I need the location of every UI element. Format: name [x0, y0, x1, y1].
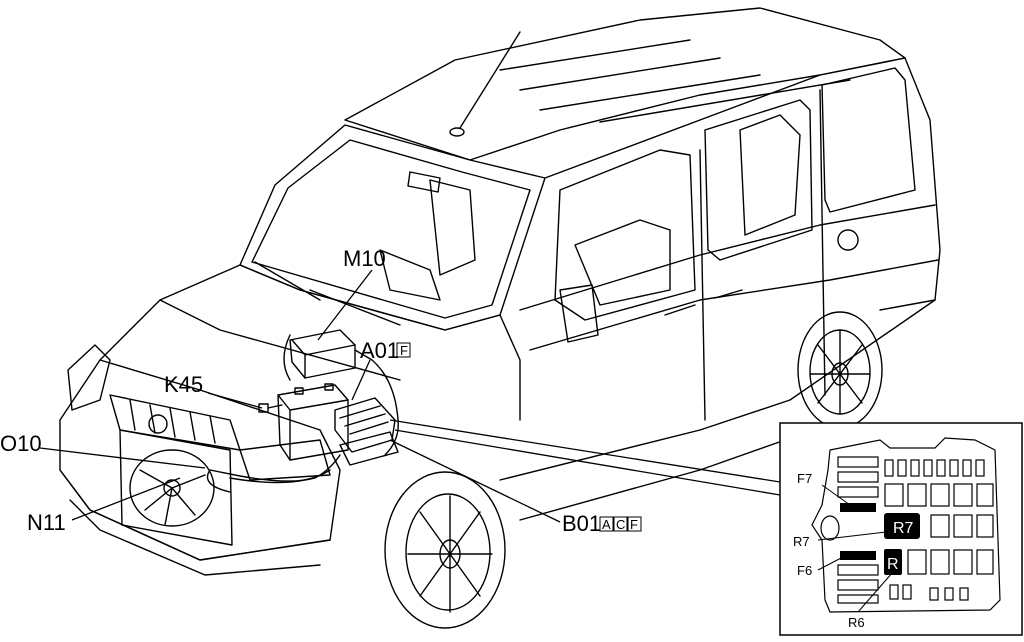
label-a01: A01 [360, 338, 399, 363]
label-b01-code-a: A [602, 517, 611, 532]
label-f7: F7 [797, 471, 812, 486]
leader-lines [39, 269, 781, 523]
label-m10: M10 [343, 246, 386, 271]
relay-r7-label: R7 [893, 520, 914, 537]
relay-r-label: R [887, 556, 899, 573]
label-b01-code-f: F [630, 517, 638, 532]
van-illustration [59, 7, 941, 629]
label-o10: O10 [0, 431, 42, 456]
label-a01-code-f: F [400, 343, 408, 358]
component-labels: M10 A01 F K45 O10 N11 B01 A C F [0, 246, 642, 536]
label-f6: F6 [797, 563, 812, 578]
fusebox-inset: R7 R F7 R7 F6 R6 [779, 422, 1023, 636]
label-r7: R7 [793, 534, 810, 549]
label-k45: K45 [164, 372, 203, 397]
label-b01-code-c: C [616, 517, 625, 532]
label-r6: R6 [848, 615, 865, 630]
label-n11: N11 [27, 510, 66, 535]
label-b01: B01 [562, 511, 601, 536]
